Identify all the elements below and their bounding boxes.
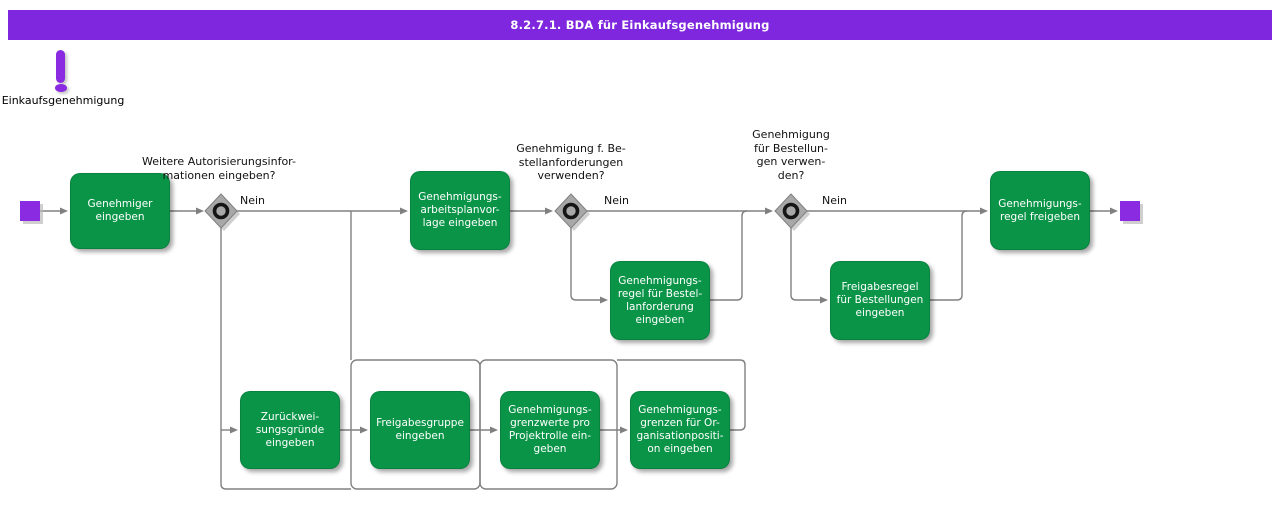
gateway-ring-icon: [782, 202, 800, 220]
arrowhead: [360, 426, 368, 434]
activity-zurueckweisungsgruende-eingeben[interactable]: Zurückwei- sungsgründe eingeben: [240, 391, 340, 469]
arrowhead: [820, 296, 828, 304]
exclamation-icon: [56, 50, 65, 83]
activity-freigabesregel-bestellungen-eingeben[interactable]: Freigabesregel für Bestellungen eingeben: [830, 261, 930, 340]
arrowhead: [765, 207, 773, 215]
activity-freigabesgruppe-eingeben[interactable]: Freigabesgruppe eingeben: [370, 391, 470, 469]
overview-label: Einkaufsgenehmigung: [1, 94, 125, 107]
loop-frame: [479, 359, 618, 490]
decision-question-2: Genehmigung f. Be- stellanforderungen ve…: [516, 142, 626, 182]
start-event[interactable]: [20, 201, 40, 221]
arrowhead: [230, 426, 238, 434]
connector-lines: [40, 210, 1110, 490]
arrowhead: [196, 207, 204, 215]
exclamation-icon-dot: [55, 84, 67, 92]
branch-label-nein-1: Nein: [240, 194, 266, 207]
arrowheads: [60, 207, 1118, 434]
end-event[interactable]: [1120, 201, 1140, 221]
arrowhead: [400, 207, 408, 215]
connector: [930, 210, 968, 301]
activity-genehmigungsregel-freigeben[interactable]: Genehmigungs- regel freigeben: [990, 171, 1090, 250]
decision-gateway-2[interactable]: [554, 193, 588, 229]
diagram-title-bar: 8.2.7.1. BDA für Einkaufsgenehmigung: [8, 10, 1272, 40]
connector: [220, 228, 351, 490]
gateway-ring-icon: [212, 202, 230, 220]
gateway-ring-icon: [562, 202, 580, 220]
arrowhead: [600, 296, 608, 304]
arrowhead: [1110, 207, 1118, 215]
page-title: 8.2.7.1. BDA für Einkaufsgenehmigung: [510, 18, 770, 32]
arrowhead: [60, 207, 68, 215]
activity-genehmiger-eingeben[interactable]: Genehmiger eingeben: [70, 173, 170, 249]
decision-question-1: Weitere Autorisierungsinfor- mationen ei…: [142, 155, 296, 182]
decision-gateway-3[interactable]: [774, 193, 808, 229]
connector: [710, 210, 748, 301]
arrowhead: [980, 207, 988, 215]
arrowhead: [490, 426, 498, 434]
decision-question-3: Genehmigung für Bestellun- gen verwen- d…: [752, 128, 830, 182]
branch-label-nein-2: Nein: [604, 194, 630, 207]
activity-genehmigungsgrenzen-organisationposition-eingeben[interactable]: Genehmigungs- grenzen für Or- ganisation…: [630, 391, 730, 469]
arrowhead: [545, 207, 553, 215]
connector: [790, 228, 820, 301]
activity-genehmigungsregel-bestellanforderung-eingeben[interactable]: Genehmigungs- regel für Bestel- lanforde…: [610, 261, 710, 340]
activity-genehmigungsarbeitsplanvorlage-eingeben[interactable]: Genehmigungs- arbeitsplanvor- lage einge…: [410, 171, 510, 250]
connector: [570, 228, 600, 301]
gateways: [204, 193, 810, 231]
activity-genehmigungsgrenzwerte-projektrolle-eingeben[interactable]: Genehmigungs- grenzwerte pro Projektroll…: [500, 391, 600, 469]
events: [20, 201, 1143, 224]
branch-label-nein-3: Nein: [822, 194, 848, 207]
arrowhead: [620, 426, 628, 434]
connector: [617, 359, 746, 431]
decision-gateway-1[interactable]: [204, 193, 238, 229]
